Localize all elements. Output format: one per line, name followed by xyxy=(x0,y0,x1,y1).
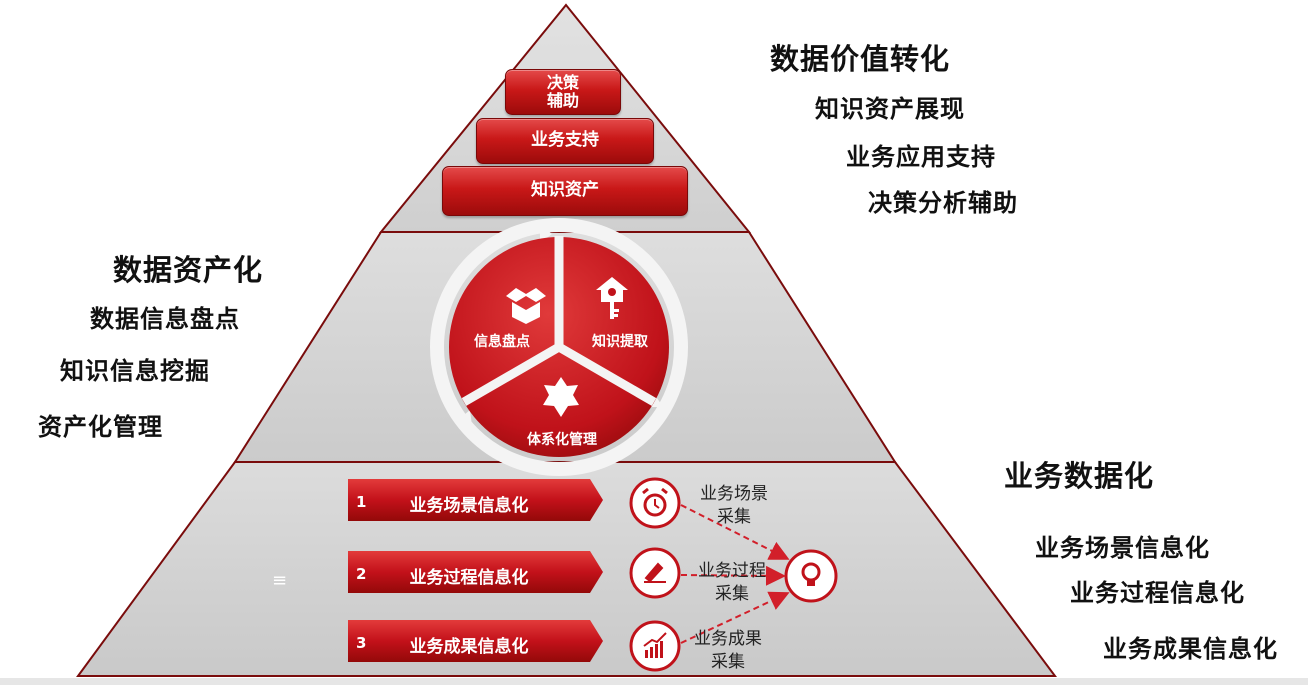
connector-step-2 xyxy=(680,565,786,586)
assetization-item-1: 数据信息盘点 xyxy=(90,305,240,333)
assetization-item-2: 知识信息挖掘 xyxy=(60,357,210,385)
value-conversion-item-1: 知识资产展现 xyxy=(815,95,965,123)
collect-label-result: 业务成果 采集 xyxy=(694,629,762,672)
cycle-divider-left xyxy=(461,343,562,406)
value-conversion-item-2: 业务应用支持 xyxy=(846,143,996,171)
growth-chart-icon xyxy=(629,620,681,672)
step-3-arrow xyxy=(348,620,603,662)
step-1-number: 1 xyxy=(356,493,367,511)
collect-label-process: 业务过程 采集 xyxy=(698,561,766,604)
step-2-text: 业务过程信息化 xyxy=(409,568,529,588)
writing-hand-icon xyxy=(629,547,681,599)
side-mark: ≡ xyxy=(272,570,288,591)
step-2-number: 2 xyxy=(356,565,367,583)
step-1-label: 1 业务场景信息化 xyxy=(348,479,590,521)
assetization-title: 数据资产化 xyxy=(113,253,264,287)
cycle-arrow-left xyxy=(458,410,472,426)
open-box-icon xyxy=(506,288,546,324)
star-burst-icon xyxy=(543,377,579,417)
block-business-support: 业务支持 xyxy=(476,118,654,164)
lightbulb-icon xyxy=(784,549,838,603)
collect-label-scene: 业务场景 采集 xyxy=(700,484,768,527)
cycle-segment-management: 体系化管理 xyxy=(527,432,597,448)
step-3-label: 3 业务成果信息化 xyxy=(348,620,590,662)
cycle-segment-inventory: 信息盘点 xyxy=(474,334,530,350)
step-3-number: 3 xyxy=(356,634,367,652)
house-key-icon xyxy=(596,277,628,319)
step-3-text: 业务成果信息化 xyxy=(409,637,529,657)
value-conversion-title: 数据价值转化 xyxy=(770,42,951,76)
business-digitization-item-1: 业务场景信息化 xyxy=(1035,534,1210,562)
bottom-strip xyxy=(0,678,1308,685)
step-1-arrow xyxy=(348,479,603,521)
step-1-text: 业务场景信息化 xyxy=(409,496,529,516)
step-2-label: 2 业务过程信息化 xyxy=(348,551,590,593)
assetization-item-3: 资产化管理 xyxy=(38,413,163,441)
block-knowledge-asset: 知识资产 xyxy=(442,166,688,216)
alarm-clock-icon xyxy=(629,477,681,529)
business-digitization-item-2: 业务过程信息化 xyxy=(1070,579,1245,607)
step-2-arrow xyxy=(348,551,603,593)
block-decision-support: 决策 辅助 xyxy=(505,69,621,115)
cycle-segment-extraction: 知识提取 xyxy=(592,334,648,350)
business-digitization-title: 业务数据化 xyxy=(1004,459,1155,493)
cycle-ring xyxy=(430,218,688,476)
value-conversion-item-3: 决策分析辅助 xyxy=(868,189,1018,217)
cycle-divider-right xyxy=(556,343,657,406)
business-digitization-item-3: 业务成果信息化 xyxy=(1103,635,1278,663)
